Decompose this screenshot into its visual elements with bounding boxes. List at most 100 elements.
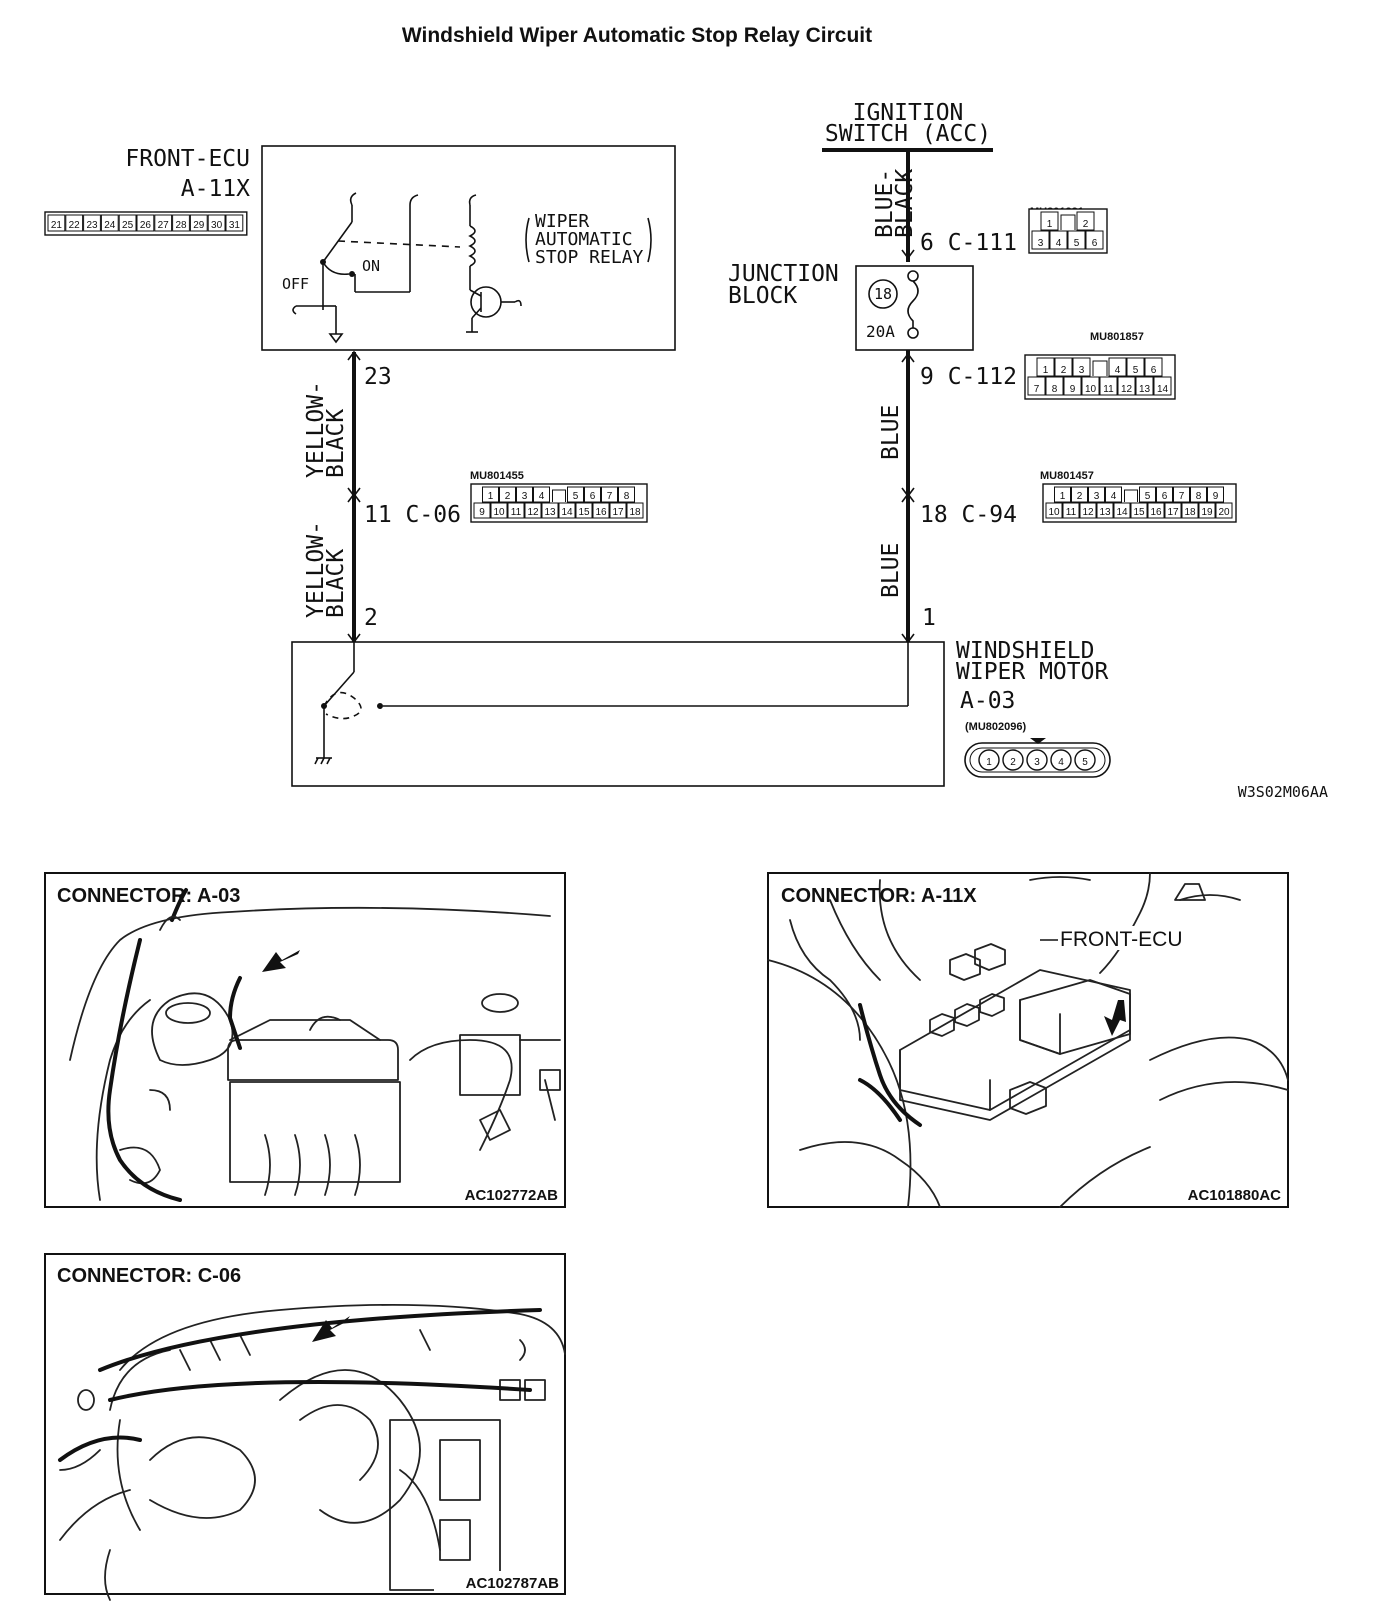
- connector-pin-cell: [482, 486, 499, 503]
- ignition-line1: IGNITION: [853, 100, 964, 126]
- connector-pin-cell: [1067, 230, 1086, 250]
- relay-label-line2: AUTOMATIC: [535, 229, 633, 250]
- panel-a03: CONNECTOR: A-03 AC102772AB: [44, 872, 566, 1208]
- connector-pin-cell: [154, 214, 173, 232]
- relay-label: WIPER AUTOMATIC STOP RELAY: [525, 211, 652, 268]
- connector-pin-number: 2: [1077, 491, 1083, 502]
- connector-pin-cell: [1079, 502, 1097, 519]
- part-mu802096: (MU802096): [965, 721, 1026, 733]
- connector-pin-number: 10: [1085, 384, 1097, 395]
- connector-pin-cell: [499, 486, 516, 503]
- connector-pin-number: 3: [522, 491, 528, 502]
- connector-pin-number: 14: [1157, 384, 1169, 395]
- part-mu801857: MU801857: [1090, 331, 1144, 343]
- panel-c06: CONNECTOR: C-06 AC102787AB: [44, 1253, 566, 1601]
- connector-pin-number: 19: [1201, 507, 1213, 518]
- connector-pin-cell: [575, 502, 593, 519]
- connector-pin-cell: [136, 214, 155, 232]
- wire-yellow-black-2-line1: YELLOW-: [303, 521, 329, 618]
- off-label: OFF: [282, 275, 309, 293]
- connector-pin-cell: [541, 502, 559, 519]
- panel-a11x: CONNECTOR: A-11X FRONT-ECU AC101880AC: [767, 872, 1289, 1208]
- diagram-title: Windshield Wiper Automatic Stop Relay Ci…: [402, 24, 872, 47]
- connector-pin-number: 25: [122, 220, 134, 231]
- connector-pin-cell: [207, 214, 226, 232]
- connector-pin-number: 11: [1103, 384, 1114, 395]
- connector-pin-number: 2: [505, 491, 511, 502]
- relay-coil: [466, 194, 522, 333]
- connector-pin-cell: [100, 214, 119, 232]
- connector-pin-number: 13: [1099, 507, 1111, 518]
- connector-pin-number: 3: [1094, 491, 1100, 502]
- arrow-icon: [312, 1316, 350, 1342]
- connector-pin-cell: [1135, 376, 1154, 396]
- connector-pin-number: 30: [211, 220, 223, 231]
- connector-pin-number: 17: [612, 507, 624, 518]
- connector-pin-cell: [1130, 502, 1148, 519]
- connector-pin-cell: [584, 486, 601, 503]
- dashboard-illustration-c06: [59, 1303, 566, 1591]
- connector-pin-number: 28: [175, 220, 187, 231]
- connector-pin-number: 2: [1083, 219, 1089, 230]
- connector-pin-cell: [1105, 486, 1122, 503]
- fuse-box-illustration-a11x: [767, 872, 1289, 1208]
- part-mu801457: MU801457: [1040, 470, 1094, 482]
- connector-pin-cell: [1081, 376, 1100, 396]
- connector-pin-cell: [1062, 502, 1080, 519]
- connector-pin-number: 1: [488, 491, 494, 502]
- connector-pin-number: 1: [1047, 219, 1053, 230]
- connector-pin-number: 5: [573, 491, 579, 502]
- connector-pin-cell: [533, 486, 550, 503]
- connector-pin-cell: [1071, 486, 1088, 503]
- wire-yellow-black-1-line1: YELLOW-: [303, 381, 329, 478]
- connector-pin-number: 8: [624, 491, 630, 502]
- connector-pin-cell: [1164, 502, 1182, 519]
- connector-pin-number: 4: [1058, 757, 1064, 768]
- connector-pin-number: 22: [69, 220, 81, 231]
- connector-pin-number: 29: [193, 220, 205, 231]
- connector-pin-number: 13: [1139, 384, 1151, 395]
- connector-pin-cell: [1085, 230, 1104, 250]
- relay-label-line1: WIPER: [535, 211, 589, 232]
- connector-pin-number: 4: [1111, 491, 1117, 502]
- panel-a03-caption: CONNECTOR: A-03: [57, 885, 240, 907]
- connector-pin-cell: [1117, 376, 1136, 396]
- panel-a11x-code: AC101880AC: [1188, 1187, 1282, 1204]
- panel-c06-code: AC102787AB: [466, 1575, 560, 1592]
- connector-pin-number: 23: [86, 220, 98, 231]
- connector-pin-cell: [65, 214, 84, 232]
- connector-pin-number: 7: [607, 491, 613, 502]
- connector-pin-number: 6: [1092, 238, 1098, 249]
- ignition-line2: SWITCH (ACC): [825, 121, 991, 147]
- connector-pin-number: 17: [1167, 507, 1179, 518]
- wire-yellow-black-2-line2: BLACK: [323, 549, 349, 618]
- connector-pin-number: 26: [140, 220, 152, 231]
- wire-blue-black-line2: BLACK: [892, 169, 918, 238]
- connector-pin-cell: [1207, 486, 1224, 503]
- connector-pin-number: 8: [1052, 384, 1058, 395]
- connector-pin-number: 13: [544, 507, 556, 518]
- connector-pin-cell: [601, 486, 618, 503]
- panel-a11x-caption: CONNECTOR: A-11X: [781, 885, 977, 907]
- wire-blue-2: BLUE: [878, 543, 904, 598]
- connector-pin-cell: [1215, 502, 1233, 519]
- connector-pin-cell: [567, 486, 584, 503]
- connector-pin-number: 4: [1056, 238, 1062, 249]
- junction-line2: BLOCK: [728, 283, 797, 309]
- connector-pin-cell: [1156, 486, 1173, 503]
- connector-pin-cell: [1040, 211, 1059, 231]
- connector-pin-cell: [524, 502, 542, 519]
- connector-pin-cell: [1147, 502, 1165, 519]
- connector-pin-number: 1: [1043, 365, 1049, 376]
- connector-pin-number: 16: [1150, 507, 1162, 518]
- connector-pin-cell: [1181, 502, 1199, 519]
- connector-pin-number: 18: [629, 507, 641, 518]
- connector-pin-number: 2: [1010, 757, 1016, 768]
- connector-key: [1030, 738, 1046, 744]
- connector-key: [1092, 360, 1108, 376]
- connector-pin-number: 2: [1061, 365, 1067, 376]
- connector-pin-number: 20: [1218, 507, 1230, 518]
